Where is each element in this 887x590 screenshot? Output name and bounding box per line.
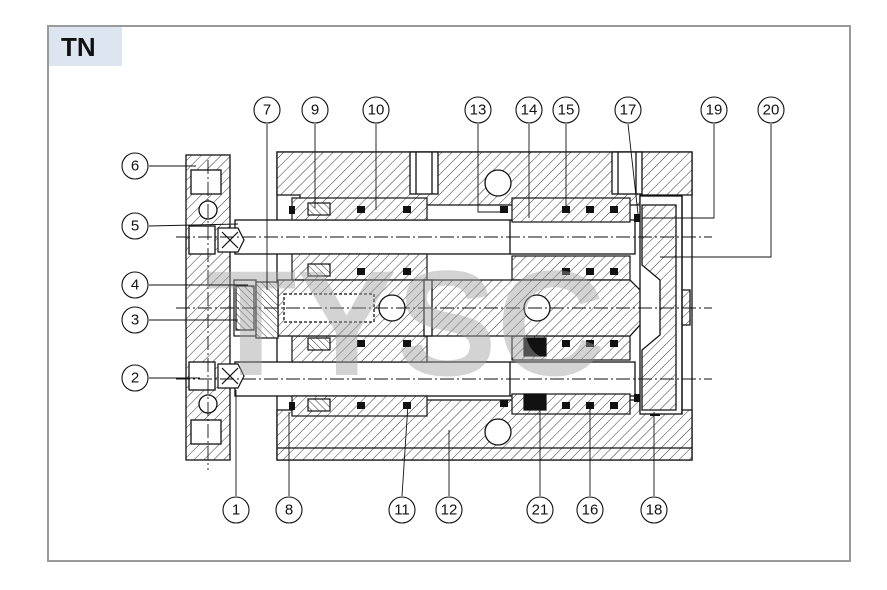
callout-1: 1 bbox=[232, 502, 240, 519]
callout-3: 3 bbox=[131, 312, 139, 329]
front-nuts bbox=[217, 227, 279, 389]
rear-end-cap bbox=[639, 195, 683, 415]
leader-lines bbox=[148, 123, 772, 497]
callout-16: 16 bbox=[582, 502, 599, 519]
callout-17: 17 bbox=[620, 102, 637, 119]
callout-6: 6 bbox=[131, 158, 139, 175]
callout-8: 8 bbox=[285, 502, 293, 519]
callout-20: 20 bbox=[763, 102, 780, 119]
callout-18: 18 bbox=[646, 502, 663, 519]
callout-13: 13 bbox=[470, 102, 487, 119]
callout-21: 21 bbox=[532, 502, 549, 519]
callouts-bottom: 1 8 11 12 21 16 18 bbox=[222, 496, 668, 524]
callout-12: 12 bbox=[441, 502, 458, 519]
center-lines bbox=[176, 160, 712, 470]
callouts-top: 7 9 10 13 14 15 17 19 20 bbox=[253, 96, 785, 124]
diagram-frame bbox=[47, 25, 851, 562]
callout-15: 15 bbox=[558, 102, 575, 119]
model-tag-label: TN bbox=[61, 32, 96, 62]
callouts-left: 6 5 4 3 2 bbox=[121, 152, 149, 392]
callout-7: 7 bbox=[263, 102, 271, 119]
callout-5: 5 bbox=[131, 218, 139, 235]
watermark: TYSC bbox=[205, 239, 605, 407]
callout-11: 11 bbox=[394, 502, 410, 519]
callout-4: 4 bbox=[131, 277, 139, 294]
callout-9: 9 bbox=[311, 102, 319, 119]
callout-14: 14 bbox=[521, 102, 538, 119]
callout-19: 19 bbox=[706, 102, 723, 119]
o-rings bbox=[289, 206, 660, 416]
callout-2: 2 bbox=[131, 370, 139, 387]
model-tag: TN bbox=[49, 27, 122, 66]
callout-10: 10 bbox=[368, 102, 385, 119]
